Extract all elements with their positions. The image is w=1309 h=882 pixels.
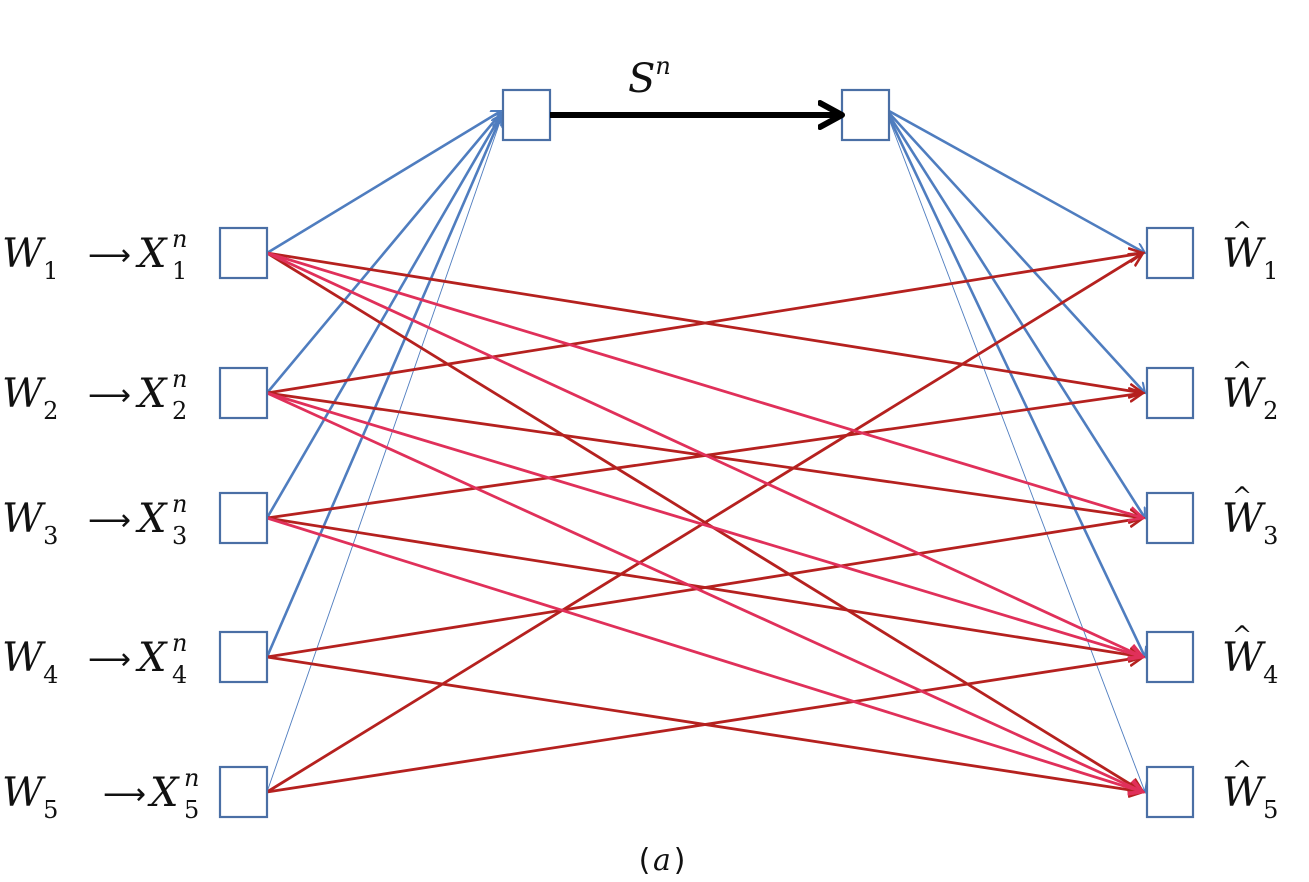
source-label-1: W1: [2, 231, 58, 285]
edge-layer: [265, 109, 1147, 794]
source-arrow-5: ⟶: [103, 777, 146, 812]
decoded-hat-5: ^: [1232, 756, 1252, 784]
blue-edge-source-3-to-relay: [265, 115, 501, 519]
interference-edge-2-to-1: [266, 253, 1143, 395]
decoder-node-5: [1145, 765, 1195, 819]
decoded-label-2: W2: [1222, 371, 1278, 425]
decoder-node-1: [1145, 226, 1195, 280]
decoded-label-4: W4: [1222, 635, 1278, 689]
blue-edge-source-5-to-relay: [266, 119, 501, 793]
source-x-label-3: X: [135, 496, 168, 542]
source-x-sub-1: 1: [172, 257, 187, 285]
interference-edge-3-to-5: [266, 516, 1143, 792]
source-arrow-3: ⟶: [88, 503, 131, 538]
relay-node-right: [840, 88, 891, 142]
decoded-label-3: W3: [1222, 496, 1278, 550]
relay-node-left: [501, 88, 552, 142]
source-w-2: W: [2, 371, 46, 417]
source-x-sub-4: 4: [172, 661, 187, 689]
interference-edge-5-to-1: [266, 253, 1143, 794]
blue-edge-relay-to-decoder-3: [887, 114, 1147, 518]
source-x-sup-1: n: [172, 225, 187, 253]
interference-edge-2-to-4: [266, 391, 1143, 657]
caption-open: (: [635, 843, 653, 878]
interference-edge-1-to-4: [266, 251, 1143, 657]
blue-edge-source-2-to-relay: [266, 113, 501, 394]
decoded-hat-2: ^: [1232, 357, 1252, 385]
blue-edge-relay-to-decoder-2: [888, 112, 1145, 393]
source-w-1: W: [2, 231, 46, 277]
source-node-3: [218, 491, 269, 545]
decoded-hat-4: ^: [1232, 621, 1252, 649]
source-label-4: W4: [2, 635, 58, 689]
source-arrow-2: ⟶: [88, 378, 131, 413]
source-arrow-1: ⟶: [88, 238, 131, 273]
source-node-5: [218, 765, 269, 819]
blue-edge-source-1-to-relay: [266, 109, 501, 255]
source-x-sup-3: n: [172, 490, 187, 518]
source-arrow-4: ⟶: [88, 642, 131, 677]
caption-var: a: [653, 843, 671, 878]
decoder-node-3: [1145, 491, 1195, 545]
source-node-1: [218, 226, 269, 280]
decoded-label-5: W5: [1222, 770, 1278, 824]
source-x-label-5: X: [147, 770, 180, 816]
source-w-5: W: [2, 770, 46, 816]
decoded-label-1: W1: [1222, 231, 1278, 285]
source-w-sub-5: 5: [43, 796, 58, 824]
source-x-sub-5: 5: [184, 796, 199, 824]
decoded-hat-1: ^: [1232, 217, 1252, 245]
interference-edge-2-to-5: [266, 391, 1143, 792]
state-label-sup: n: [655, 52, 670, 80]
source-x-sup-2: n: [172, 365, 187, 393]
source-w-sub-3: 3: [43, 522, 58, 550]
source-x-label-2: X: [135, 371, 168, 417]
source-x-label-4: X: [135, 635, 168, 681]
caption-close: ): [671, 843, 689, 878]
state-label: Sn: [628, 52, 671, 102]
blue-edge-source-4-to-relay: [265, 117, 501, 658]
source-label-2: W2: [2, 371, 58, 425]
source-x-label-1: X: [135, 231, 168, 277]
node-layer: [218, 88, 1195, 819]
decoded-label-group: ^W1^W2^W3^W4^W5: [1222, 217, 1278, 824]
decoder-node-4: [1145, 630, 1195, 684]
source-x-sup-5: n: [184, 764, 199, 792]
interference-edge-5-to-4: [266, 657, 1143, 794]
source-node-4: [218, 630, 269, 684]
source-label-3: W3: [2, 496, 58, 550]
source-x-sub-3: 3: [172, 522, 187, 550]
source-w-sub-2: 2: [43, 397, 58, 425]
source-w-3: W: [2, 496, 46, 542]
blue-edge-relay-to-decoder-1: [888, 109, 1145, 253]
source-w-sub-1: 1: [43, 257, 58, 285]
source-w-4: W: [2, 635, 46, 681]
decoder-node-2: [1145, 366, 1195, 420]
blue-edge-relay-to-decoder-4: [887, 116, 1145, 657]
source-label-5: W5: [2, 770, 58, 824]
interference-edge-4-to-3: [266, 518, 1143, 659]
figure-caption: (a): [635, 843, 689, 878]
source-x-sub-2: 2: [172, 397, 187, 425]
blue-edge-relay-to-decoder-5: [888, 118, 1145, 792]
state-label-base: S: [628, 56, 655, 102]
decoded-hat-3: ^: [1232, 482, 1252, 510]
source-node-2: [218, 366, 269, 420]
source-w-sub-4: 4: [43, 661, 58, 689]
source-x-sup-4: n: [172, 629, 187, 657]
interference-edge-1-to-3: [266, 251, 1143, 518]
